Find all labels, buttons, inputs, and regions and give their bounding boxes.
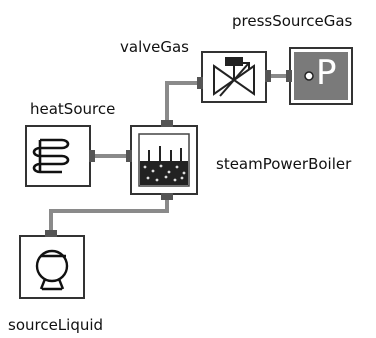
connection-boiler-to-valve[interactable] bbox=[165, 81, 202, 126]
heat-source-label: heatSource bbox=[30, 100, 116, 118]
boiler-port-top[interactable] bbox=[161, 120, 173, 127]
heat-source-block[interactable] bbox=[25, 125, 95, 187]
steam-power-boiler-label: steamPowerBoiler bbox=[216, 155, 352, 173]
source-liquid-label: sourceLiquid bbox=[8, 316, 104, 334]
press-source-port[interactable] bbox=[286, 70, 292, 82]
connection-boiler-to-source-liquid[interactable] bbox=[49, 197, 169, 232]
valve-icon bbox=[213, 57, 255, 97]
boiler-port-bottom[interactable] bbox=[161, 193, 173, 200]
boiler-port-left[interactable] bbox=[126, 150, 132, 162]
valve-gas-block[interactable] bbox=[197, 51, 271, 103]
steam-power-boiler-block[interactable] bbox=[126, 120, 198, 200]
heat-source-port[interactable] bbox=[89, 150, 95, 162]
port-circle-icon bbox=[304, 71, 314, 81]
valve-port-left[interactable] bbox=[197, 77, 203, 89]
pressure-symbol: P bbox=[316, 53, 337, 93]
pump-icon bbox=[35, 249, 69, 291]
valve-gas-label: valveGas bbox=[120, 38, 189, 56]
heating-coil-icon bbox=[32, 138, 70, 174]
valve-port-right[interactable] bbox=[265, 70, 271, 82]
source-liquid-port[interactable] bbox=[45, 230, 57, 237]
press-source-gas-block[interactable] bbox=[286, 47, 353, 105]
source-liquid-block[interactable] bbox=[19, 230, 85, 299]
press-source-gas-label: pressSourceGas bbox=[232, 12, 353, 30]
